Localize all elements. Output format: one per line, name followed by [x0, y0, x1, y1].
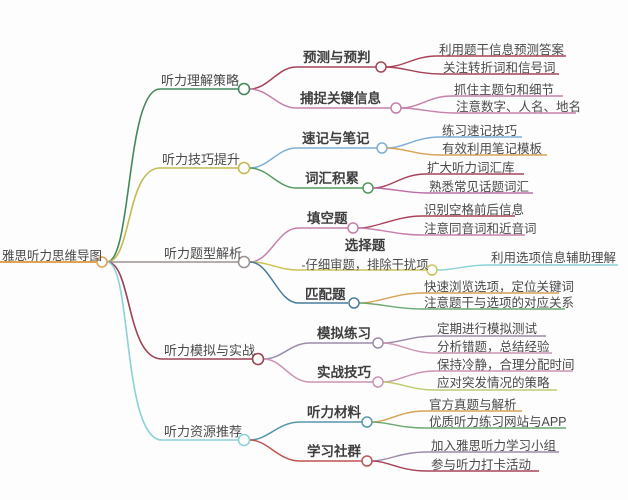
node-connector-b2c1[interactable] — [376, 142, 388, 154]
leaf-label[interactable]: 保持冷静，合理分配时间 — [437, 358, 575, 372]
edge-leaf-b1c1-1 — [385, 66, 559, 75]
node-note-multiple-choice: -仔细审题，排除干扰项 — [301, 258, 429, 272]
edge-b3c2 — [249, 261, 427, 271]
node-label-study-community[interactable]: 学习社群 — [307, 444, 361, 459]
leaf-label[interactable]: 优质听力练习网站与APP — [429, 415, 567, 429]
leaf-label[interactable]: 扩大听力词汇库 — [427, 161, 515, 175]
edge-leaf-b3c3-1 — [358, 302, 565, 310]
leaf-label[interactable]: 快速浏览选项，定位关键词 — [424, 280, 575, 294]
branch-label-mock-and-practice[interactable]: 听力模拟与实战 — [164, 343, 256, 358]
leaf-label[interactable]: 利用选项信息辅助理解 — [491, 251, 617, 265]
edge-b2c2 — [249, 167, 363, 189]
leaf-label[interactable]: 分析错题，总结经验 — [437, 340, 550, 354]
node-connector-b5[interactable] — [237, 433, 251, 447]
node-label-mock-practice[interactable]: 模拟练习 — [317, 326, 371, 341]
node-connector-b2[interactable] — [237, 161, 251, 175]
node-label-listening-materials[interactable]: 听力材料 — [307, 405, 361, 420]
leaf-label[interactable]: 利用题干信息预测答案 — [439, 43, 565, 57]
node-label-vocabulary[interactable]: 词汇积累 — [305, 171, 359, 186]
edge-leaf-b5c2-1 — [371, 460, 539, 472]
edge-leaf-b2c1-1 — [386, 147, 547, 156]
edge-leaf-b3c1-0 — [357, 215, 515, 229]
node-label-prediction[interactable]: 预测与预判 — [303, 50, 371, 65]
edge-b2c1 — [249, 147, 377, 169]
node-multiple-choice[interactable]: 选择题 -仔细审题，排除干扰项 — [301, 234, 429, 273]
edge-b5c2 — [249, 439, 362, 462]
edge-leaf-b2c2-1 — [372, 187, 533, 194]
node-connector-b2c2[interactable] — [362, 182, 374, 194]
edge-b4c1 — [263, 342, 373, 360]
branch-label-listening-skill-improvement[interactable]: 听力技巧提升 — [162, 152, 241, 167]
edge-b2 — [106, 167, 238, 263]
edge-leaf-b5c1-1 — [371, 421, 566, 429]
leaf-label[interactable]: 参与听力打卡活动 — [431, 458, 532, 472]
node-connector-root[interactable] — [96, 256, 108, 268]
leaf-label[interactable]: 加入雅思听力学习小组 — [431, 439, 557, 453]
node-label-catch-key-info[interactable]: 捕捉关键信息 — [300, 91, 381, 106]
edge-leaf-b4c2-1 — [382, 381, 557, 391]
edge-leaf-b3c2-0 — [436, 264, 618, 271]
node-connector-b5c2[interactable] — [361, 455, 373, 467]
node-connector-b3c3[interactable] — [348, 297, 360, 309]
edge-b4 — [106, 261, 252, 360]
edge-b3c1 — [249, 227, 348, 263]
edge-b1 — [106, 88, 238, 263]
node-connector-b1[interactable] — [237, 82, 251, 96]
edge-b3c3 — [249, 261, 348, 304]
leaf-label[interactable]: 注意同音词和近音词 — [424, 222, 537, 236]
branch-label-resource-recommendation[interactable]: 听力资源推荐 — [164, 424, 243, 439]
node-connector-b4c2[interactable] — [372, 376, 384, 388]
edge-b5c1 — [249, 421, 362, 441]
edge-b1c1 — [249, 66, 376, 90]
leaf-label[interactable]: 抓住主题句和细节 — [454, 83, 555, 97]
node-connector-b4[interactable] — [251, 352, 265, 366]
node-connector-b1c2[interactable] — [390, 102, 402, 114]
node-connector-b1c1[interactable] — [375, 61, 387, 73]
edge-b5 — [106, 261, 238, 441]
edge-b4c2 — [263, 358, 373, 383]
leaf-label[interactable]: 官方真题与解析 — [429, 398, 517, 412]
node-label-matching[interactable]: 匹配题 — [305, 287, 346, 302]
leaf-label[interactable]: 应对突发情况的策略 — [437, 376, 550, 390]
node-label-multiple-choice[interactable]: 选择题 — [344, 238, 386, 253]
node-label-fill-in-blank[interactable]: 填空题 — [307, 211, 348, 226]
leaf-label[interactable]: 识别空格前后信息 — [424, 203, 525, 217]
leaf-label[interactable]: 关注转折词和信号词 — [443, 61, 556, 75]
leaf-label[interactable]: 定期进行模拟测试 — [437, 322, 538, 336]
leaf-label[interactable]: 有效利用笔记模板 — [442, 142, 543, 156]
node-connector-b5c1[interactable] — [361, 416, 373, 428]
node-connector-b4c1[interactable] — [372, 337, 384, 349]
node-connector-b3[interactable] — [237, 255, 251, 269]
leaf-label[interactable]: 注意数字、人名、地名 — [456, 100, 582, 114]
leaf-label[interactable]: 熟悉常见话题词汇 — [429, 180, 530, 194]
branch-label-question-type-analysis[interactable]: 听力题型解析 — [164, 246, 243, 261]
node-connector-b3c2[interactable] — [426, 264, 438, 276]
node-label-practical-skills[interactable]: 实战技巧 — [317, 365, 371, 380]
leaf-label[interactable]: 练习速记技巧 — [442, 124, 518, 138]
node-connector-b3c1[interactable] — [347, 222, 359, 234]
edge-leaf-b3c1-1 — [357, 227, 525, 236]
root-node-label[interactable]: 雅思听力思维导图 — [2, 249, 103, 263]
edge-leaf-b4c1-1 — [382, 342, 552, 354]
node-label-shorthand-notes[interactable]: 速记与笔记 — [302, 131, 370, 146]
edge-b1c2 — [249, 88, 391, 109]
branch-label-listening-comprehension-strategies[interactable]: 听力理解策略 — [161, 73, 240, 88]
leaf-label[interactable]: 注意题干与选项的对应关系 — [424, 296, 575, 310]
edge-leaf-b1c2-1 — [400, 107, 576, 114]
